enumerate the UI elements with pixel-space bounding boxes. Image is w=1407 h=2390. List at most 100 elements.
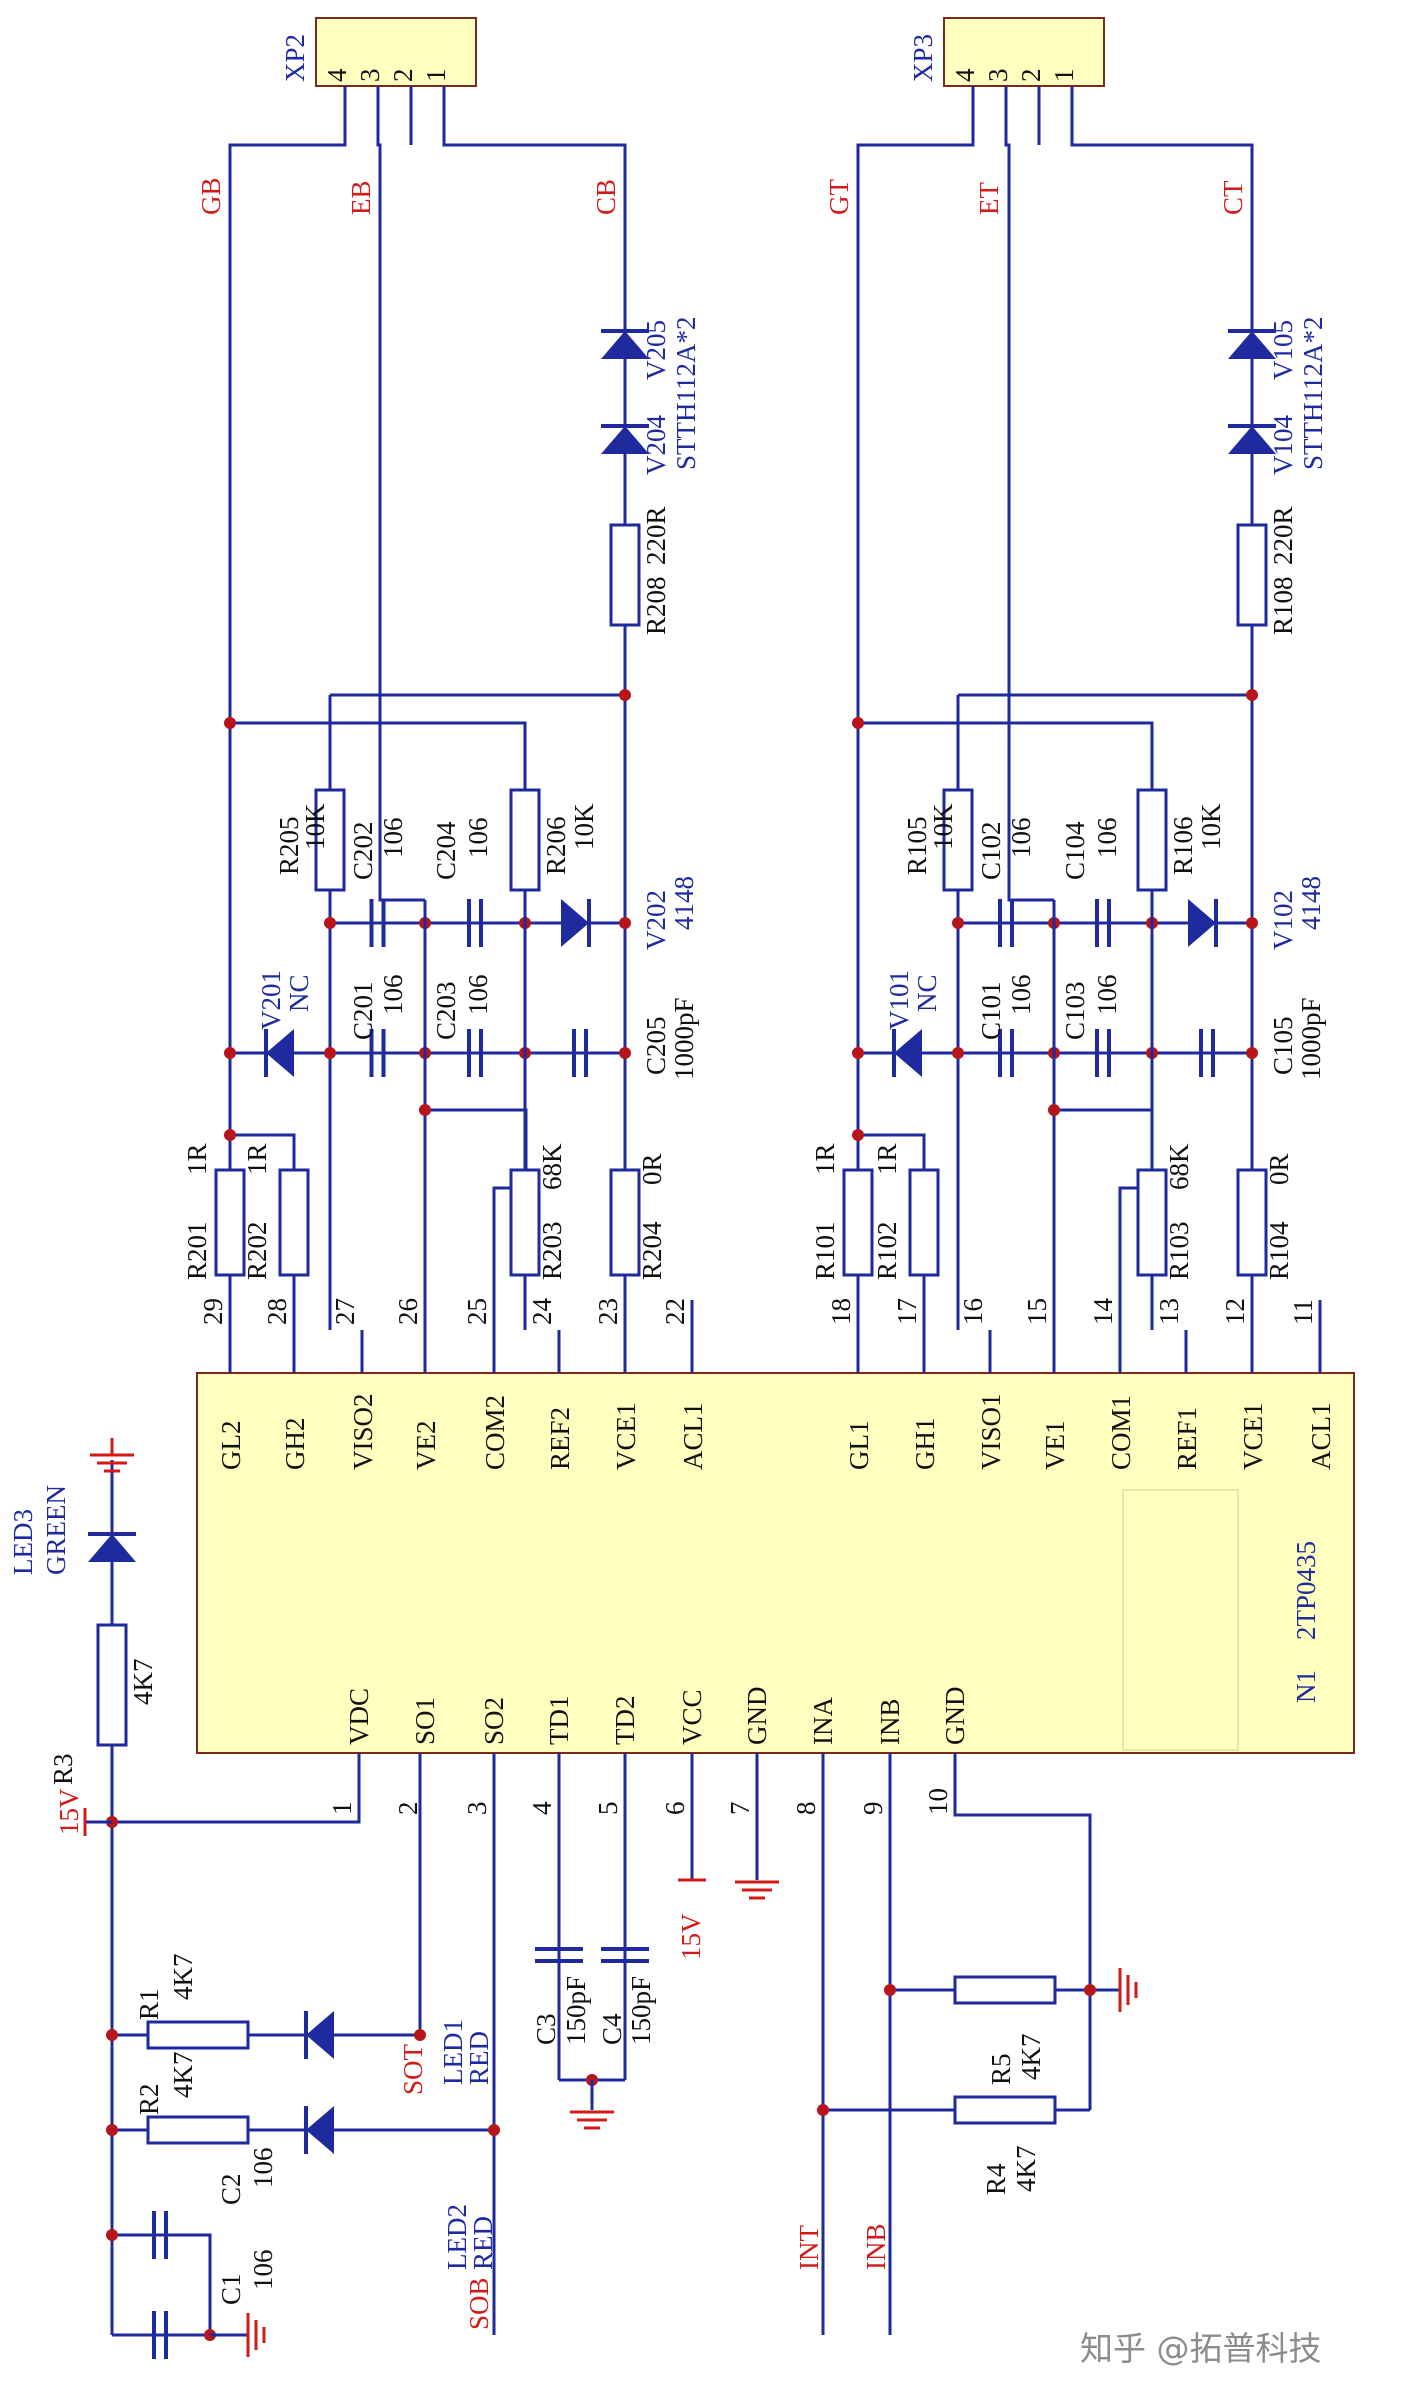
junction-dot — [852, 1047, 864, 1059]
cht-rail-top — [858, 721, 1154, 790]
cht-stth-label: STTH112A*2 — [1298, 317, 1328, 471]
junction-dot — [884, 1984, 896, 1996]
chb-net-label: CB — [591, 179, 621, 215]
inb-net-label: INB — [861, 2224, 891, 2271]
chb-v205 — [601, 331, 649, 359]
chb-v202-value: 4148 — [669, 876, 699, 930]
xp3-label: XP3 — [908, 34, 938, 82]
cht-r208 — [1236, 523, 1268, 627]
cht-cb-net — [1070, 86, 1254, 290]
c2-value: 106 — [248, 2148, 278, 2189]
ic-pin-name: GL1 — [844, 1421, 874, 1471]
r5-value: 4K7 — [1016, 2034, 1046, 2081]
cht-c201-label: C101 — [976, 981, 1006, 1040]
cht-r202 — [908, 1168, 940, 1277]
xp3-pin-number: 1 — [1049, 69, 1079, 83]
chb-stth-label: STTH112A*2 — [671, 317, 701, 471]
cht-r203-label: R103 — [1164, 1221, 1194, 1280]
chb-c201-label: C201 — [348, 981, 378, 1040]
cht-v201-value: NC — [912, 974, 942, 1012]
chb-r206-label: R206 — [541, 816, 571, 875]
chb-c202-value: 106 — [378, 818, 408, 859]
xp2-pin-number: 3 — [355, 69, 385, 83]
led2-label: LED2 — [442, 2204, 472, 2270]
vcc-15v-label: 15V — [676, 1913, 706, 1960]
junction-dot — [488, 2124, 500, 2136]
ic-pin-number: 4 — [527, 1801, 557, 1815]
ic-pin-number: 11 — [1288, 1299, 1318, 1325]
ic-pin-number: 3 — [462, 1802, 492, 1816]
cht-v205-label: V105 — [1268, 320, 1298, 380]
chb-r204-label: R204 — [637, 1221, 667, 1280]
junction-dot — [852, 1129, 864, 1141]
cht-gh-net — [858, 1133, 926, 1170]
ic-pin-name: VISO2 — [348, 1393, 378, 1470]
chb-r205-label: R205 — [274, 816, 304, 875]
ic-body — [196, 1372, 1355, 1754]
chb-c201-value: 106 — [378, 975, 408, 1016]
chb-net-label: EB — [346, 180, 376, 215]
ic-pin-name: GND — [742, 1687, 772, 1746]
cht-v204 — [1228, 426, 1276, 454]
cht-c205-value: 1000pF — [1296, 997, 1326, 1080]
c3-label: C3 — [531, 2013, 561, 2045]
junction-dot — [324, 917, 336, 929]
ic-pin-name: REF2 — [545, 1407, 575, 1470]
r4-value: 4K7 — [1011, 2146, 1041, 2193]
ic-pin-name: REF1 — [1172, 1407, 1202, 1470]
cht-r204 — [1236, 1168, 1268, 1277]
chb-r208-label: R208 — [641, 576, 671, 635]
r4-resistor — [953, 2095, 1057, 2125]
chb-r205 — [314, 788, 346, 892]
ic-pin-name: VE2 — [411, 1421, 441, 1471]
cht-v202-label: V102 — [1268, 890, 1298, 950]
cht-v202-value: 4148 — [1296, 876, 1326, 930]
chb-v201 — [266, 1029, 294, 1077]
ic-pin-name: SO1 — [410, 1697, 440, 1745]
junction-dot — [106, 2229, 118, 2241]
chb-r206-value: 10K — [569, 803, 599, 850]
cht-r201 — [842, 1168, 874, 1277]
junction-dot — [414, 2029, 426, 2041]
ic-pin-number: 13 — [1154, 1298, 1184, 1325]
chb-r204-value: 0R — [637, 1153, 667, 1185]
xp3-pin-number: 2 — [1016, 69, 1046, 83]
cht-c201-value: 106 — [1006, 975, 1036, 1016]
ic-pin-number: 24 — [527, 1298, 557, 1326]
chb-r203-label: R203 — [537, 1221, 567, 1280]
junction-dot — [1246, 689, 1258, 701]
c2-label: C2 — [216, 2173, 246, 2205]
xp2-pin-number: 2 — [388, 69, 418, 83]
junction-dot — [224, 1129, 236, 1141]
junction-dot — [224, 717, 236, 729]
cht-net-label: CT — [1218, 180, 1248, 215]
junction-dot — [224, 1047, 236, 1059]
c1-value: 106 — [248, 2250, 278, 2291]
junction-dot — [1246, 917, 1258, 929]
cht-r204-label: R104 — [1264, 1221, 1294, 1280]
led3-diode — [88, 1534, 136, 1562]
ic-pin-number: 5 — [593, 1802, 623, 1816]
c1-label: C1 — [216, 2273, 246, 2305]
xp3-pin-number: 3 — [983, 69, 1013, 83]
r2-value: 4K7 — [168, 2052, 198, 2099]
junction-dot — [419, 1104, 431, 1116]
ic-pin-name: COM1 — [1106, 1395, 1136, 1470]
cht-r205-label: R105 — [902, 816, 932, 875]
chb-r201-label: R201 — [182, 1221, 212, 1280]
chb-r204 — [609, 1168, 641, 1277]
chb-c204-label: C204 — [431, 821, 461, 880]
cht-eb-net — [1004, 86, 1054, 902]
vdc-net — [112, 1753, 361, 1824]
led1-label: LED1 — [438, 2019, 468, 2085]
ic-pin-name: VCE1 — [1238, 1403, 1268, 1471]
junction-dot — [324, 1047, 336, 1059]
chb-r203-value: 68K — [537, 1143, 567, 1190]
junction-dot — [106, 2029, 118, 2041]
chb-r205-value: 10K — [300, 803, 330, 850]
vdc-15v-label: 15V — [54, 1788, 84, 1835]
ic-pin-number: 12 — [1220, 1298, 1250, 1325]
chb-r206 — [509, 788, 541, 892]
led2-diode — [306, 2106, 334, 2154]
